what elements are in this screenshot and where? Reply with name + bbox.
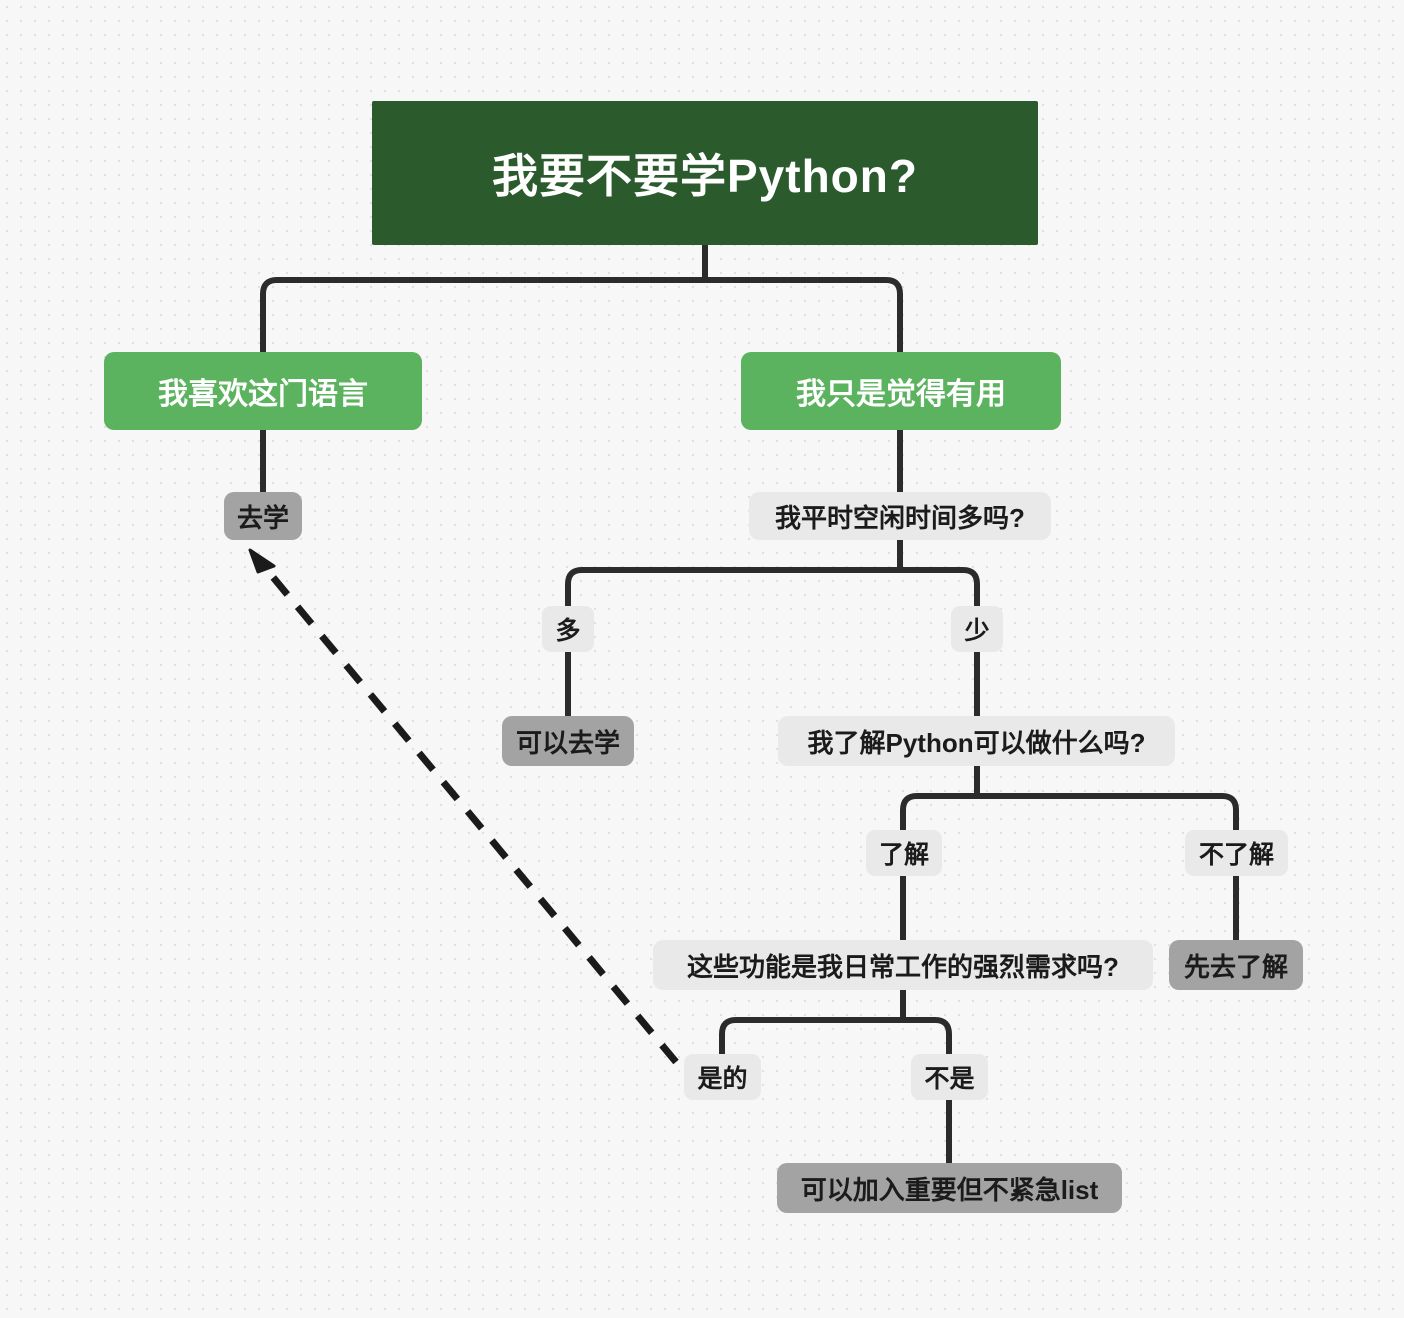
edge-knowpy-to-dontknow — [977, 793, 1239, 830]
edge-label-little[interactable]: 少 — [951, 606, 1003, 652]
edge-label-little-text: 少 — [964, 617, 990, 645]
edge-label-dont-know[interactable]: 不了解 — [1185, 830, 1288, 876]
node-go-learn[interactable]: 去学 — [224, 492, 302, 540]
node-just-useful-label: 我只是觉得有用 — [796, 378, 1006, 411]
node-free-time-question-label: 我平时空闲时间多吗? — [775, 502, 1025, 533]
node-free-time-question[interactable]: 我平时空闲时间多吗? — [749, 492, 1051, 540]
edge-label-much[interactable]: 多 — [542, 606, 594, 652]
node-strong-need-question[interactable]: 这些功能是我日常工作的强烈需求吗? — [653, 940, 1153, 990]
node-know-python-question-label: 我了解Python可以做什么吗? — [807, 727, 1146, 758]
edge-label-much-text: 多 — [555, 617, 581, 645]
edge-label-no-text: 不是 — [924, 1065, 975, 1093]
node-root[interactable]: 我要不要学Python? — [372, 101, 1038, 245]
edge-knowpy-to-know — [900, 793, 977, 830]
edge-freetime-to-much — [565, 567, 900, 606]
edge-label-no[interactable]: 不是 — [911, 1054, 988, 1100]
node-go-learn-label: 去学 — [236, 502, 289, 533]
node-can-go-learn-label: 可以去学 — [515, 727, 620, 758]
node-can-go-learn[interactable]: 可以去学 — [502, 716, 634, 766]
node-root-label: 我要不要学Python? — [492, 150, 918, 202]
edge-freetime-to-little — [900, 567, 980, 606]
edge-root-to-like — [260, 277, 705, 352]
node-like-language[interactable]: 我喜欢这门语言 — [104, 352, 422, 430]
node-know-python-question[interactable]: 我了解Python可以做什么吗? — [778, 716, 1175, 766]
node-add-to-list[interactable]: 可以加入重要但不紧急list — [777, 1163, 1122, 1213]
edge-label-know[interactable]: 了解 — [866, 830, 942, 876]
node-learn-first[interactable]: 先去了解 — [1169, 940, 1303, 990]
edge-label-know-text: 了解 — [878, 841, 929, 869]
edge-label-yes[interactable]: 是的 — [684, 1054, 761, 1100]
node-strong-need-question-label: 这些功能是我日常工作的强烈需求吗? — [687, 951, 1119, 982]
edge-root-to-useful — [705, 277, 903, 352]
node-just-useful[interactable]: 我只是觉得有用 — [741, 352, 1061, 430]
node-learn-first-label: 先去了解 — [1183, 951, 1288, 982]
edge-strongneed-to-yes — [719, 1017, 903, 1054]
edge-label-yes-text: 是的 — [697, 1065, 748, 1093]
edge-strongneed-to-no — [903, 1017, 952, 1054]
edge-yes-to-golearn-dashed — [248, 548, 679, 1065]
node-add-to-list-label: 可以加入重要但不紧急list — [800, 1174, 1099, 1205]
edge-label-dont-know-text: 不了解 — [1198, 841, 1274, 869]
node-like-language-label: 我喜欢这门语言 — [158, 378, 368, 411]
